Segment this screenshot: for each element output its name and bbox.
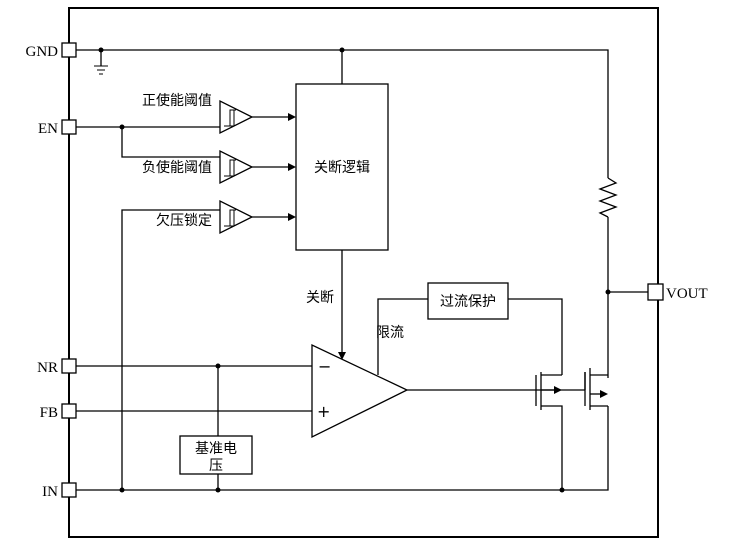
- pin-label-gnd: GND: [26, 44, 59, 60]
- pin-pad-en: [61, 119, 77, 135]
- pin-label-in: IN: [42, 484, 58, 500]
- overcurrent-protection-label: 过流保护: [440, 294, 496, 310]
- arrow-icon: [338, 352, 346, 360]
- in-rail: [76, 406, 609, 491]
- junction-dots: [98, 47, 611, 493]
- reference-voltage-label-line2: 压: [209, 458, 223, 474]
- pin-pad-vout: [647, 283, 664, 301]
- resistor-icon: [598, 177, 618, 218]
- chip-outline: [68, 7, 659, 538]
- pass-transistor-icon: [584, 368, 608, 410]
- label-undervoltage-lockout: 欠压锁定: [156, 213, 212, 229]
- label-shutdown: 关断: [306, 290, 334, 306]
- in-to-uvlo-wire: [121, 209, 220, 490]
- reference-voltage-block: [179, 435, 253, 475]
- gnd-rail: [76, 49, 609, 178]
- en-branch-wire: [121, 127, 220, 158]
- shutdown-logic-label: 关断逻辑: [314, 160, 370, 176]
- comparator-positive-enable: [219, 99, 254, 135]
- pin-label-nr: NR: [37, 360, 58, 376]
- error-amplifier: [311, 343, 409, 439]
- pin-pad-nr: [61, 358, 77, 374]
- shutdown-logic-block: [295, 83, 389, 251]
- ground-icon: [94, 65, 108, 75]
- overcurrent-protection-block: [427, 282, 509, 320]
- label-positive-enable-threshold: 正使能阈值: [142, 92, 212, 109]
- pin-label-en: EN: [38, 121, 58, 137]
- current-sense-wire: [508, 298, 563, 375]
- comparator-negative-enable: [219, 149, 254, 185]
- arrow-icon: [288, 113, 296, 221]
- pin-pad-in: [61, 482, 77, 498]
- current-limit-wire: [377, 298, 428, 375]
- reference-voltage-label-line1: 基准电: [195, 440, 237, 457]
- pin-pad-fb: [61, 403, 77, 419]
- pin-label-vout: VOUT: [666, 286, 708, 302]
- amplifier-minus-sign: −: [318, 357, 331, 376]
- amplifier-plus-sign: +: [317, 402, 330, 421]
- pin-pad-gnd: [61, 42, 77, 58]
- label-current-limit: 限流: [376, 325, 404, 341]
- pin-label-fb: FB: [40, 405, 58, 421]
- label-negative-enable-threshold: 负使能阈值: [142, 159, 212, 176]
- comparator-undervoltage: [219, 199, 254, 235]
